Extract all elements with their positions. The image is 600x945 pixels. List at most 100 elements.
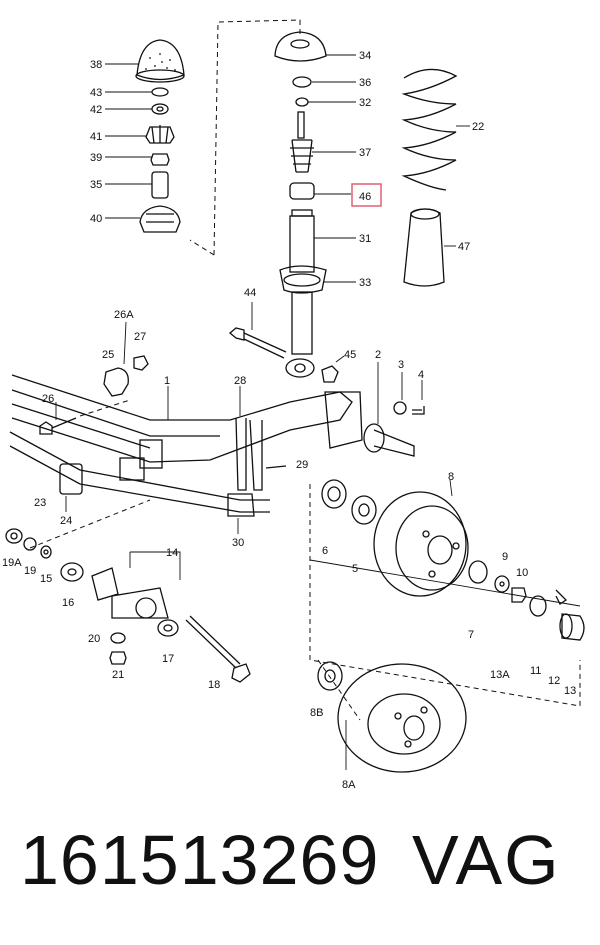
part-2-stub-axle (363, 362, 415, 457)
part-27-nut (133, 355, 149, 371)
label-34: 34 (359, 50, 371, 62)
part-12-cotter-pin (555, 589, 568, 605)
label-12: 12 (548, 675, 560, 687)
label-44: 44 (244, 287, 256, 299)
label-18: 18 (208, 679, 220, 691)
part-22-coil-spring (401, 68, 470, 191)
part-15-washer (40, 545, 52, 559)
label-6: 6 (322, 545, 328, 557)
part-5-bearing (351, 495, 377, 525)
part-32-ring (295, 97, 309, 107)
label-2: 2 (375, 349, 381, 361)
label-26a: 26A (114, 309, 134, 321)
part-26-bolt (39, 399, 131, 435)
part-19a-bushing (5, 528, 23, 544)
part-16-washer (60, 562, 84, 582)
brand-name: VAG (412, 821, 561, 899)
label-24: 24 (60, 515, 72, 527)
part-21-nut (109, 651, 127, 665)
part-44-bolt (228, 302, 287, 359)
label-33: 33 (359, 277, 371, 289)
part-20-washer (110, 632, 126, 644)
part-38-dome-cap (135, 39, 185, 83)
bushing-bracket (111, 587, 169, 619)
label-9: 9 (502, 551, 508, 563)
part-34-top-mount (274, 31, 327, 62)
label-36: 36 (359, 77, 371, 89)
bushing-dashed-line (29, 499, 151, 549)
part-14-bushing (91, 551, 181, 601)
label-5: 5 (352, 563, 358, 575)
part-17-washer (157, 619, 179, 637)
part-40-bearing (139, 205, 181, 233)
part-4-bolt (412, 380, 425, 415)
part-31-shock-absorber (285, 209, 315, 378)
part-33-spring-seat (279, 265, 327, 294)
part-18-bolt (185, 615, 251, 683)
label-27: 27 (134, 331, 146, 343)
assembly-dashed-line (189, 19, 301, 256)
part-8b-bearing (317, 661, 343, 691)
label-10: 10 (516, 567, 528, 579)
hub-group-bracket (309, 559, 581, 607)
label-41: 41 (90, 131, 102, 143)
label-19: 19 (24, 565, 36, 577)
label-28: 28 (234, 375, 246, 387)
label-3: 3 (398, 359, 404, 371)
part-30-clamp (227, 493, 255, 517)
part-28-bracket (235, 386, 263, 491)
label-21: 21 (112, 669, 124, 681)
part-43-nut (151, 87, 169, 97)
part-25-clip (103, 367, 129, 397)
label-26: 26 (42, 393, 54, 405)
part-9-washer (494, 575, 510, 593)
part-36-ring (292, 76, 312, 88)
part-37-bump-stop (290, 111, 314, 173)
label-35: 35 (90, 179, 102, 191)
label-22: 22 (472, 121, 484, 133)
label-42: 42 (90, 104, 102, 116)
label-16: 16 (62, 597, 74, 609)
part-46-bump-stop-sleeve (289, 182, 315, 200)
label-31: 31 (359, 233, 371, 245)
part-35-sleeve (151, 171, 169, 199)
part-29-pin (265, 465, 287, 469)
label-30: 30 (232, 537, 244, 549)
leaders-left-column (105, 63, 152, 219)
leaders-strut (308, 54, 356, 283)
disc-dashed-line (317, 659, 361, 721)
callout-labels: 38 43 42 41 39 35 40 34 36 32 37 46 31 3… (2, 50, 576, 791)
label-46: 46 (359, 191, 371, 203)
label-20: 20 (88, 633, 100, 645)
part-11-lock-ring (529, 595, 547, 617)
label-8b: 8B (310, 707, 323, 719)
label-32: 32 (359, 97, 371, 109)
part-41-rubber-mount (145, 125, 175, 144)
part-45-nut (321, 365, 339, 383)
label-45: 45 (344, 349, 356, 361)
label-25: 25 (102, 349, 114, 361)
label-37: 37 (359, 147, 371, 159)
label-39: 39 (90, 152, 102, 164)
part-8a-brake-disc (337, 663, 467, 773)
label-13a: 13A (490, 669, 510, 681)
label-11: 11 (530, 665, 541, 677)
part-7-seal (468, 560, 488, 584)
part-number: 161513269 (20, 821, 380, 899)
label-47: 47 (458, 241, 470, 253)
label-8: 8 (448, 471, 454, 483)
part-19-nut (23, 537, 37, 551)
part-13-grease-cap (559, 613, 585, 641)
label-1: 1 (164, 375, 170, 387)
label-17: 17 (162, 653, 174, 665)
label-19a: 19A (2, 557, 22, 569)
part-info-footer: 161513269 VAG (0, 820, 600, 930)
hub-dashed-frame (309, 484, 581, 707)
label-23: 23 (34, 497, 46, 509)
part-39-nut (150, 153, 170, 166)
part-23-stabilizer-bar (9, 431, 270, 513)
label-14: 14 (166, 547, 178, 559)
label-8a: 8A (342, 779, 356, 791)
highlight-box-46 (351, 183, 382, 207)
